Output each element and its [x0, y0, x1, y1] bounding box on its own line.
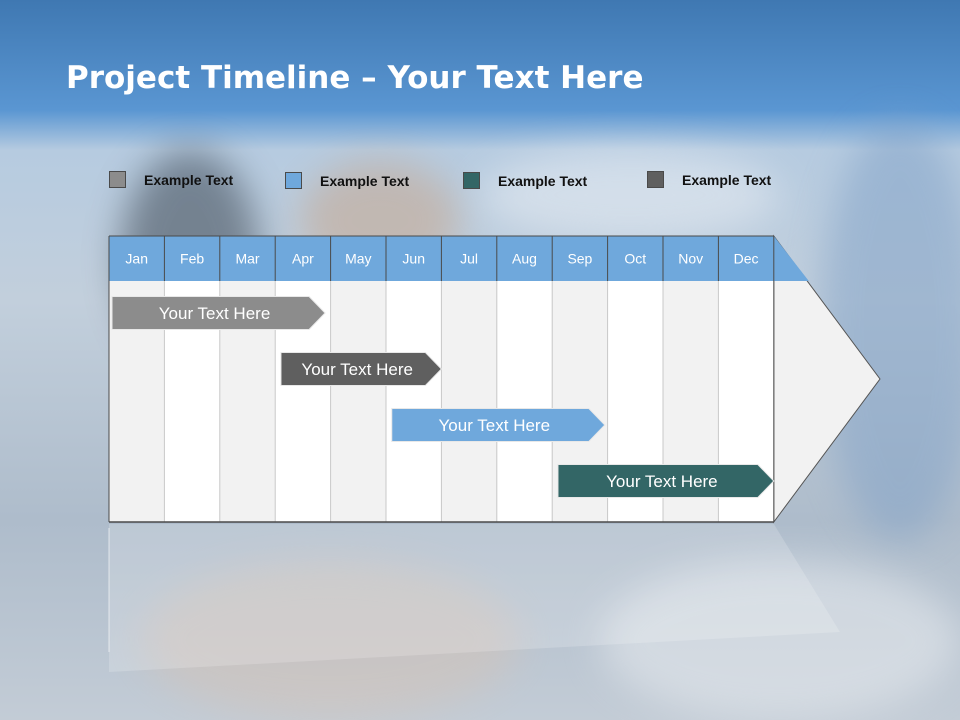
- month-label: May: [345, 251, 371, 267]
- background-photo: [600, 560, 960, 720]
- month-label: Jun: [402, 251, 425, 267]
- task-label: Your Text Here: [158, 303, 271, 323]
- month-label: Dec: [734, 251, 759, 267]
- legend-swatch: [285, 172, 302, 189]
- background-photo: [140, 560, 520, 720]
- task-label: Your Text Here: [606, 471, 718, 491]
- legend-swatch: [463, 172, 480, 189]
- legend-label: Example Text: [682, 171, 772, 188]
- task-label: Your Text Here: [438, 415, 551, 435]
- title-bold: Project Timeline: [66, 60, 351, 96]
- legend-label: Example Text: [144, 171, 234, 188]
- legend-label: Example Text: [498, 172, 588, 189]
- legend-item: Example Text: [109, 171, 233, 188]
- month-label: Jan: [125, 251, 148, 267]
- legend-item: Example Text: [647, 171, 771, 188]
- task-bar: [391, 408, 606, 442]
- page-title: Project Timeline – Your Text Here: [66, 60, 643, 96]
- month-label: Nov: [678, 251, 703, 267]
- month-label: Feb: [180, 251, 204, 267]
- legend-swatch: [109, 171, 126, 188]
- title-rest: – Your Text Here: [350, 60, 644, 96]
- task-bar: [280, 352, 443, 386]
- legend-swatch: [647, 171, 664, 188]
- month-label: Apr: [292, 251, 314, 267]
- month-column: [386, 281, 442, 522]
- month-label: Mar: [235, 251, 259, 267]
- legend-item: Example Text: [463, 172, 587, 189]
- month-label: Aug: [512, 251, 537, 267]
- month-column: [496, 281, 553, 522]
- task-bar: [111, 296, 326, 330]
- month-label: Oct: [624, 251, 646, 267]
- header-arrow-tip: [773, 236, 809, 281]
- month-label: Jul: [460, 251, 478, 267]
- background-photo: [480, 150, 780, 240]
- legend-label: Example Text: [320, 172, 410, 189]
- month-column: [441, 281, 497, 522]
- legend-item: Example Text: [285, 172, 409, 189]
- month-column: [330, 281, 386, 522]
- task-bar: [557, 464, 775, 498]
- task-label: Your Text Here: [301, 359, 413, 379]
- month-label: Sep: [567, 251, 592, 267]
- chart-reflection: [109, 524, 840, 672]
